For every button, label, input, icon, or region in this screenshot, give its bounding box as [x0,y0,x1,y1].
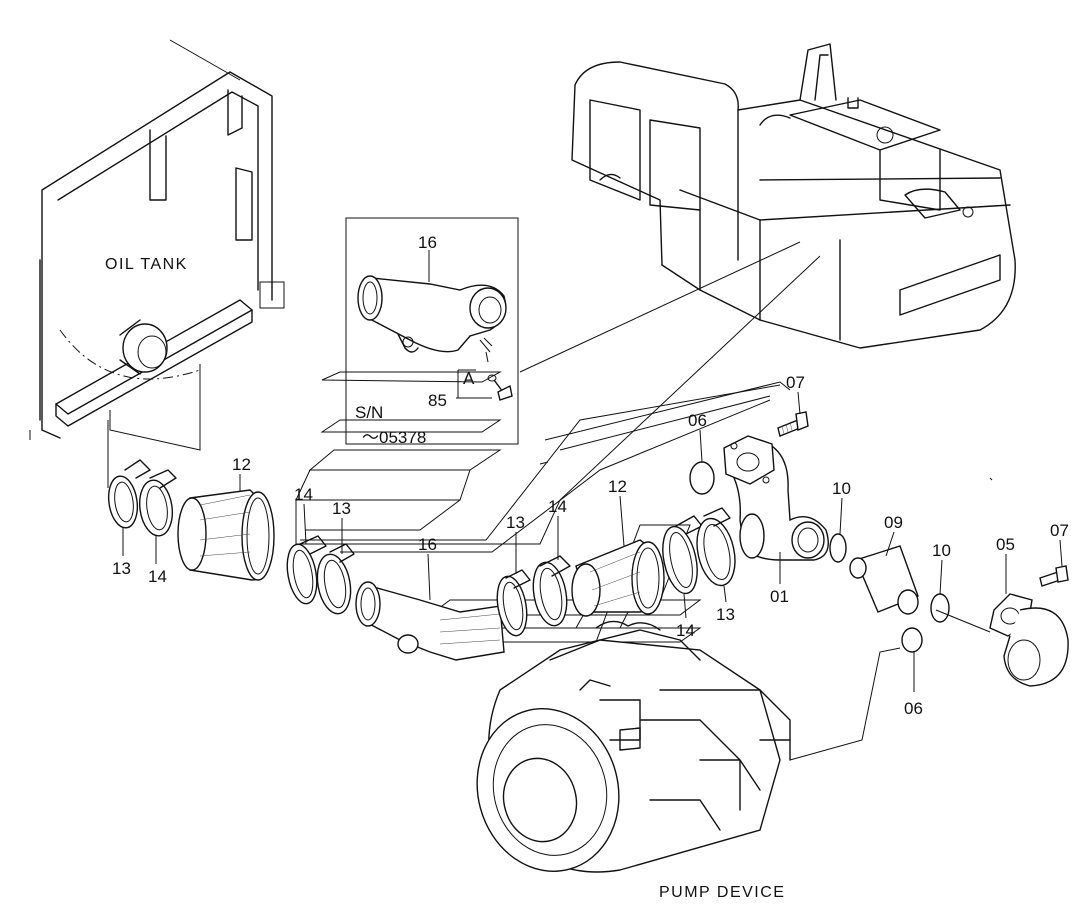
part-label-01: 01 [770,587,789,606]
part-label-14-d: 14 [676,621,695,640]
part-label-12-left: 12 [232,455,251,474]
middle-hose-assembly: 14 13 16 13 14 12 [286,477,736,661]
serial-prefix: S/N [355,403,383,422]
suction-pipe-assembly: 01 06 07 10 09 10 05 0 [688,373,1069,761]
part-label-12-right: 12 [608,477,627,496]
pump-device: PUMP DEVICE [476,620,791,901]
part-label-85: 85 [428,391,447,410]
part-label-13-c: 13 [506,513,525,532]
part-label-13-mid: 13 [332,499,351,518]
part-label-07-right: 07 [1050,521,1069,540]
pump-device-label: PUMP DEVICE [659,884,785,901]
part-label-13-left: 13 [112,559,131,578]
oil-tank-label: OIL TANK [105,256,188,273]
detail-a-label: A [463,369,475,388]
part-label-09: 09 [884,513,903,532]
serial-range: ～05378 [362,428,426,447]
part-label-10-bot: 10 [932,541,951,560]
excavator-illustration [571,43,1016,349]
part-label-14-mid: 14 [294,485,313,504]
part-label-14-left: 14 [148,567,167,586]
serial-inset: 16 A 85 S/N ～05378 [345,217,519,447]
part-label-10-top: 10 [832,479,851,498]
part-label-06-bot: 06 [904,699,923,718]
part-label-14-c: 14 [548,497,567,516]
part-label-13-d: 13 [716,605,735,624]
part-label-07-top: 07 [786,373,805,392]
part-label-16-inset: 16 [418,233,437,252]
left-hose-assembly: 12 13 14 [107,455,275,586]
oil-tank: OIL TANK [29,39,285,451]
part-label-16-main: 16 [418,535,437,554]
part-label-06-top: 06 [688,411,707,430]
part-label-05: 05 [996,535,1015,554]
